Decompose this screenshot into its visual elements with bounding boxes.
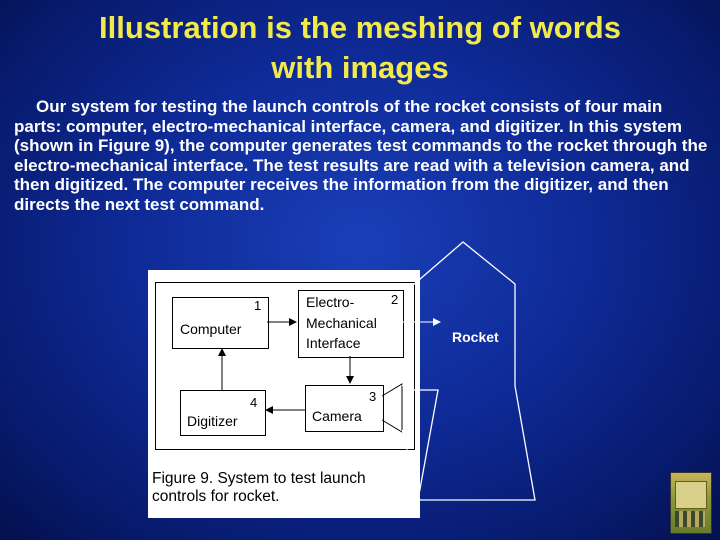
body-paragraph: Our system for testing the launch contro… bbox=[14, 97, 708, 214]
book-cover-title-panel bbox=[675, 481, 707, 509]
interface-box bbox=[298, 290, 404, 358]
digitizer-label: Digitizer bbox=[187, 413, 238, 429]
camera-box bbox=[305, 385, 384, 432]
book-cover-pattern bbox=[675, 511, 705, 527]
figure-caption: Figure 9. System to test launch controls… bbox=[152, 470, 366, 505]
camera-label: Camera bbox=[312, 408, 362, 424]
interface-label-line-3: Interface bbox=[306, 335, 361, 351]
rocket-label: Rocket bbox=[452, 329, 499, 345]
book-cover-icon bbox=[670, 472, 712, 534]
slide-title: Illustration is the meshing of words wit… bbox=[0, 8, 720, 88]
computer-number: 1 bbox=[254, 298, 262, 313]
rocket-outline bbox=[411, 241, 536, 501]
computer-box bbox=[172, 297, 269, 349]
interface-label-line-1: Electro- bbox=[306, 294, 355, 310]
interface-label-line-2: Mechanical bbox=[306, 315, 377, 331]
slide-title-line-1: Illustration is the meshing of words bbox=[99, 10, 621, 45]
computer-label: Computer bbox=[180, 321, 242, 337]
digitizer-number: 4 bbox=[250, 395, 258, 410]
slide-title-line-2: with images bbox=[271, 50, 449, 85]
interface-number: 2 bbox=[391, 292, 399, 307]
camera-number: 3 bbox=[369, 389, 377, 404]
